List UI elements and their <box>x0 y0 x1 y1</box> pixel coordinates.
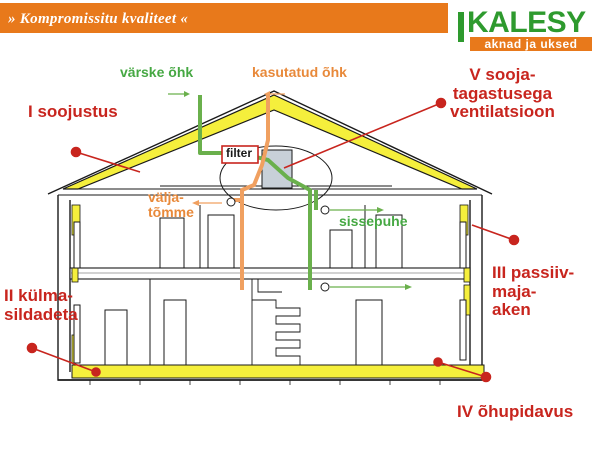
kalesy-logo: KALESY aknad ja uksed <box>456 6 596 52</box>
filter-label: filter <box>226 146 253 160</box>
pointer-lines <box>26 97 520 383</box>
hrv-zone <box>219 145 333 211</box>
insulation-label: I soojustus <box>28 102 118 121</box>
extract-label-line1: välja- <box>148 189 184 205</box>
logo-name: KALESY <box>467 6 586 39</box>
fresh-air-duct <box>198 95 312 290</box>
thermal-bridges-line2: sildadeta <box>4 304 78 324</box>
staircase <box>251 279 301 365</box>
floor-insulation <box>71 364 485 379</box>
roof-edge <box>47 90 493 195</box>
wall-insulation <box>71 204 471 364</box>
exhaust-air-duct <box>240 95 270 290</box>
exhaust-air-label: kasutatud õhk <box>252 64 347 80</box>
extract-label-line2: tõmme <box>148 204 194 221</box>
thermal-bridges-line1: II külma- <box>4 286 73 305</box>
windows <box>73 221 467 364</box>
fresh-air-label: värske õhk <box>120 64 194 80</box>
thermal-bridges-label: II külma- sildadeta <box>4 286 78 324</box>
heat-recovery-unit <box>261 149 293 189</box>
flow-arrows <box>168 91 412 290</box>
interior <box>104 205 403 366</box>
airtightness-label: IV õhupidavus <box>457 402 574 421</box>
house-outline <box>57 195 483 381</box>
slogan: » Kompromissitu kvaliteet « <box>8 11 189 27</box>
passive-window-line3: aken <box>492 300 531 320</box>
intermediate-floor <box>69 267 471 280</box>
foundation-hatch <box>89 380 441 385</box>
heat-recovery-line3: ventilatsioon <box>450 102 555 122</box>
heat-recovery-label: V sooja- tagastusega ventilatsioon <box>450 65 555 122</box>
extract-label: välja- tõmme <box>148 189 194 221</box>
logo-mark-icon <box>458 12 464 42</box>
header-bar: » Kompromissitu kvaliteet « <box>0 3 448 33</box>
air-valves <box>226 197 330 292</box>
heat-recovery-line1: V sooja- <box>469 65 536 84</box>
supply-label: sissepuhe <box>339 213 408 229</box>
passive-window-line1: III passiiv- <box>492 263 575 282</box>
passive-window-label: III passiiv- maja- aken <box>492 263 575 320</box>
passive-window-line2: maja- <box>492 281 537 301</box>
logo-tagline: aknad ja uksed <box>470 37 592 51</box>
heat-recovery-line2: tagastusega <box>452 83 553 103</box>
filter-box <box>221 145 259 164</box>
header: » Kompromissitu kvaliteet « KALESY aknad… <box>0 0 600 55</box>
